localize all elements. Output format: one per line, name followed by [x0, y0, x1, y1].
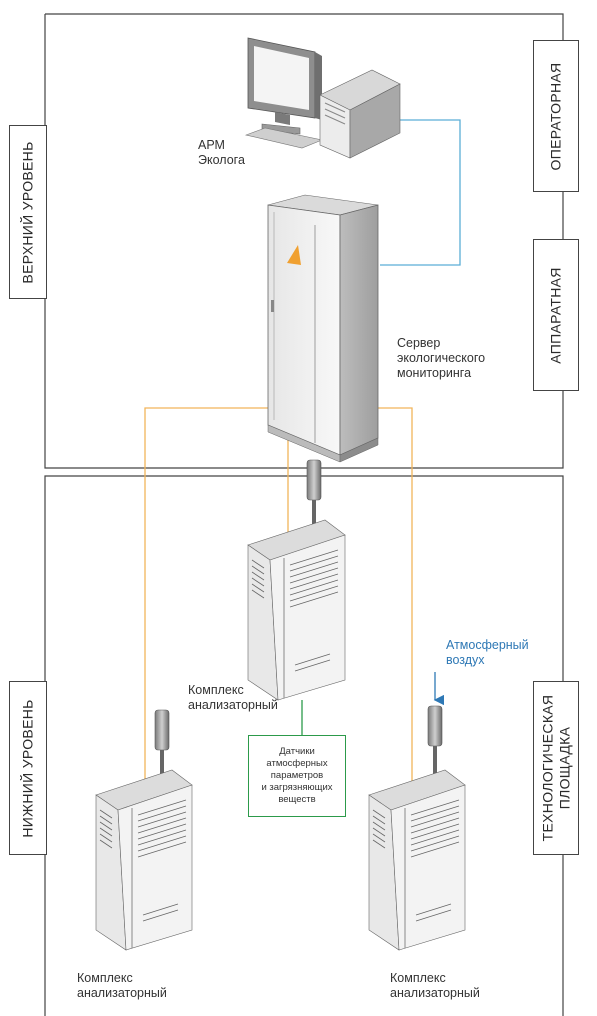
- tech-site-label: ТЕХНОЛОГИЧЕСКАЯ ПЛОЩАДКА: [533, 681, 579, 855]
- analyzer-left-icon: [95, 709, 193, 951]
- server-caption: Сервер экологического мониторинга: [397, 336, 486, 380]
- analyzer-center-icon: [247, 459, 346, 701]
- workstation-icon: [244, 37, 401, 159]
- upper-level-label: ВЕРХНИЙ УРОВЕНЬ: [9, 125, 47, 299]
- analyzer-left-caption: Комплекс анализаторный: [77, 971, 167, 1000]
- operator-room-label: ОПЕРАТОРНАЯ: [533, 40, 579, 192]
- analyzer-right-icon: [368, 705, 466, 951]
- network-connection: [380, 119, 461, 266]
- upper-zone-frame: [44, 13, 564, 469]
- workstation-caption: АРМ Эколога: [198, 138, 245, 167]
- server-cabinet-icon: [267, 194, 379, 463]
- analyzer-center-caption: Комплекс анализаторный: [188, 683, 278, 712]
- hardware-room-label: АППАРАТНАЯ: [533, 239, 579, 391]
- analyzer-right-caption: Комплекс анализаторный: [390, 971, 480, 1000]
- sensors-box: Датчики атмосферных параметров и загрязн…: [248, 735, 346, 817]
- lower-level-label: НИЖНИЙ УРОВЕНЬ: [9, 681, 47, 855]
- air-input-caption: Атмосферный воздух: [446, 638, 529, 667]
- analyzer-connections: [144, 407, 413, 805]
